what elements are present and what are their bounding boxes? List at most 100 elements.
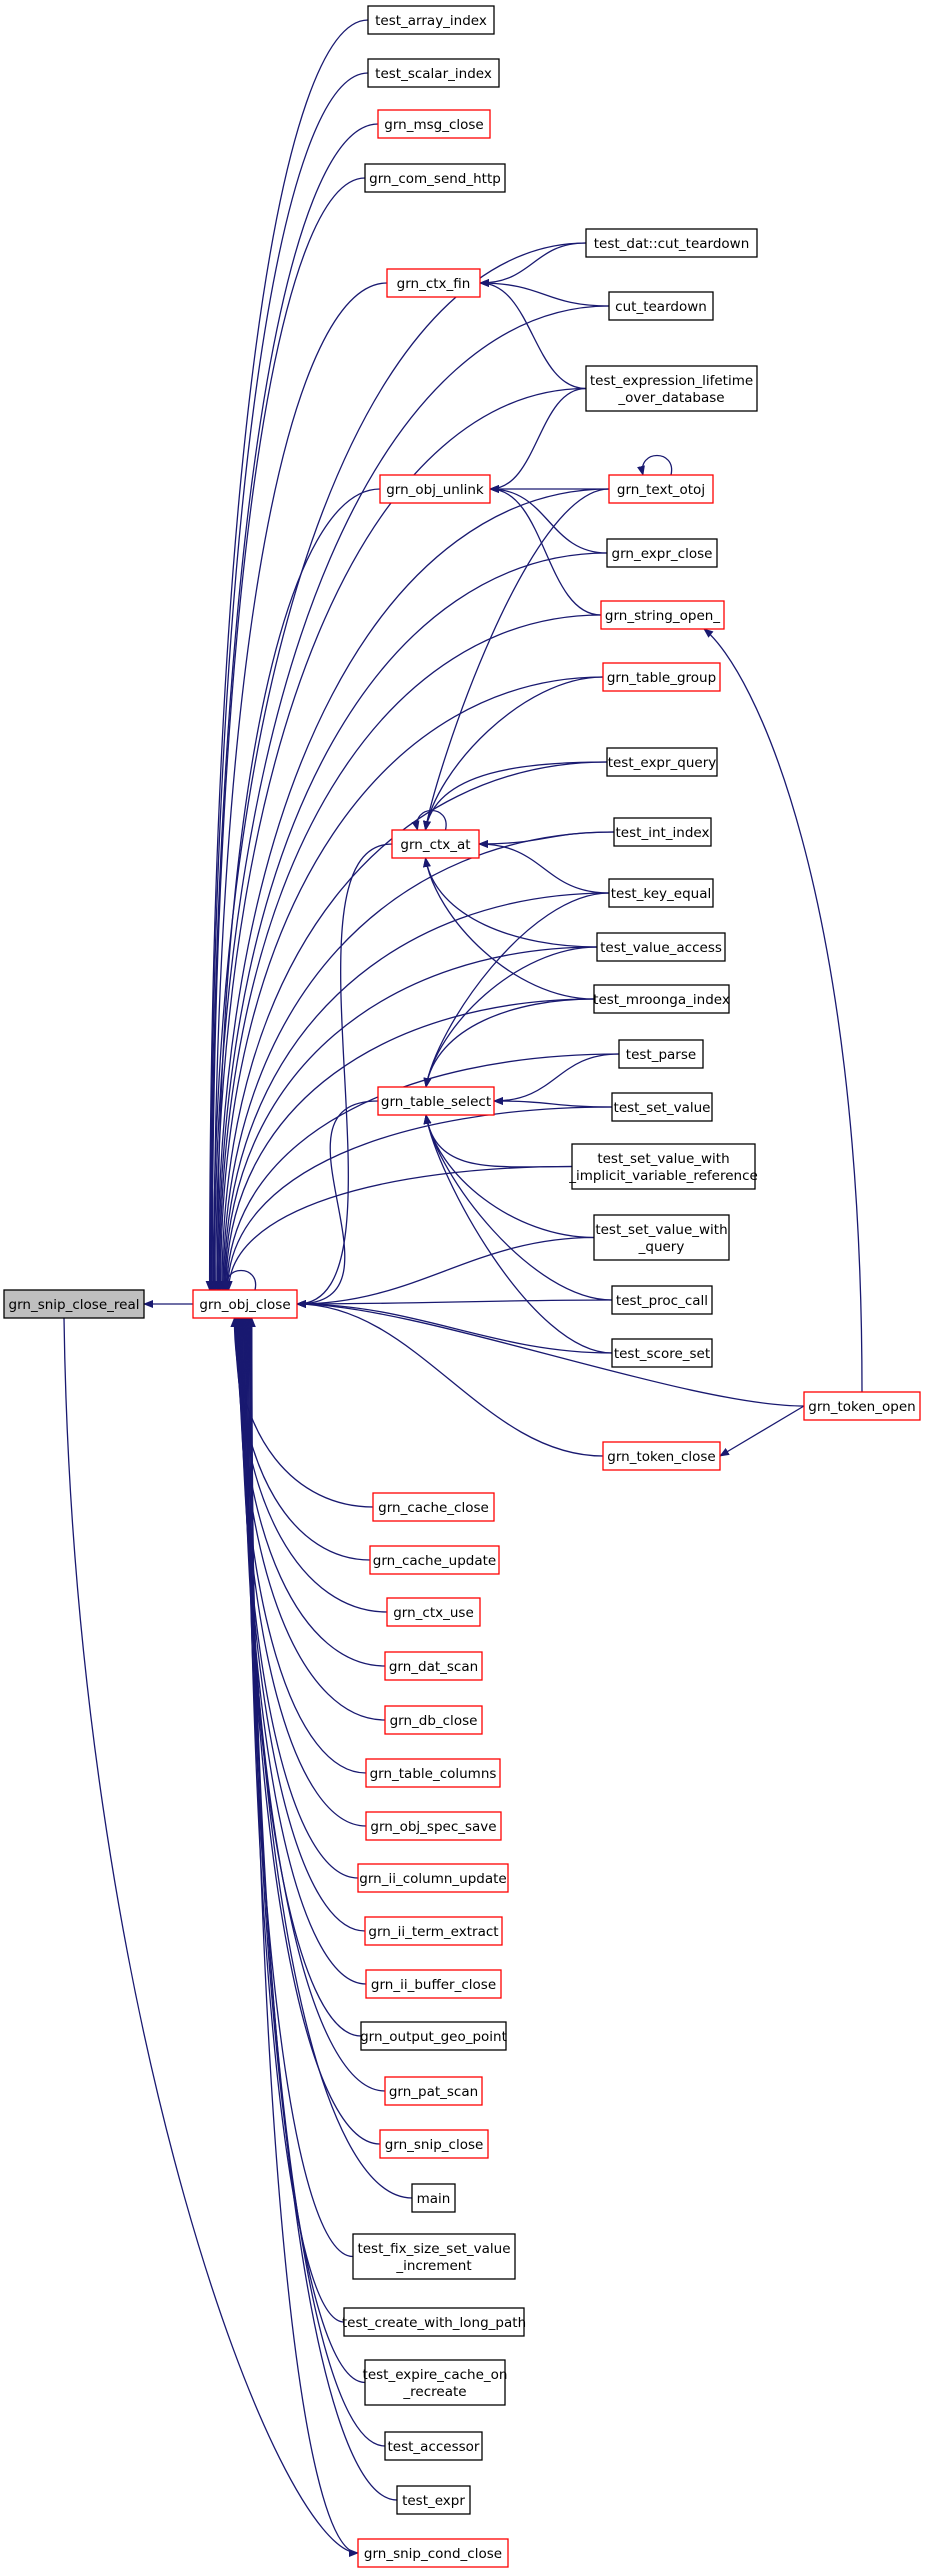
node-box[interactable] (611, 1285, 713, 1315)
node-box[interactable] (611, 1338, 713, 1368)
node-label[interactable]: test_expression_lifetime (590, 373, 753, 389)
node-label[interactable]: test_fix_size_set_value (357, 2241, 510, 2257)
node-label[interactable]: _implicit_variable_reference (568, 1168, 758, 1184)
node-grn_pat_scan[interactable]: grn_pat_scan (384, 2076, 483, 2106)
node-test_set_value_with_query[interactable]: test_set_value_with_query (593, 1214, 730, 1261)
node-label[interactable]: grn_expr_close (612, 546, 713, 562)
node-label[interactable]: test_scalar_index (375, 66, 492, 82)
node-label[interactable]: grn_dat_scan (389, 1659, 478, 1675)
node-test_score_set[interactable]: test_score_set (611, 1338, 713, 1368)
node-box[interactable] (618, 1039, 704, 1069)
node-box[interactable] (369, 1545, 500, 1575)
node-test_accessor[interactable]: test_accessor (384, 2431, 483, 2461)
node-grn_token_close[interactable]: grn_token_close (602, 1441, 721, 1471)
node-label[interactable]: test_set_value_with (595, 1222, 727, 1238)
node-grn_ii_column_update[interactable]: grn_ii_column_update (357, 1863, 509, 1893)
node-label[interactable]: grn_pat_scan (389, 2084, 478, 2100)
node-grn_output_geo_point[interactable]: grn_output_geo_point (360, 2021, 507, 2051)
node-grn_obj_unlink[interactable]: grn_obj_unlink (379, 474, 491, 504)
node-grn_string_open_[interactable]: grn_string_open_ (600, 600, 725, 630)
node-box[interactable] (343, 2307, 525, 2337)
node-grn_snip_close_real[interactable]: grn_snip_close_real (3, 1289, 145, 1319)
node-label[interactable]: test_array_index (375, 13, 487, 29)
node-label[interactable]: grn_output_geo_point (360, 2029, 507, 2045)
node-grn_db_close[interactable]: grn_db_close (384, 1705, 483, 1735)
node-box[interactable] (396, 2485, 471, 2515)
node-box[interactable] (602, 662, 721, 692)
node-box[interactable] (608, 878, 714, 908)
node-test_expire_cache_on[interactable]: test_expire_cache_on_recreate (363, 2359, 508, 2406)
node-label[interactable]: test_set_value (614, 1100, 711, 1116)
node-box[interactable] (585, 365, 758, 412)
node-label[interactable]: test_parse (626, 1047, 696, 1063)
node-box[interactable] (364, 163, 506, 193)
node-label[interactable]: grn_table_group (607, 670, 716, 686)
node-label[interactable]: test_int_index (616, 825, 710, 841)
node-grn_table_group[interactable]: grn_table_group (602, 662, 721, 692)
node-label[interactable]: grn_msg_close (384, 117, 483, 133)
node-box[interactable] (364, 2359, 506, 2406)
node-label[interactable]: test_value_access (600, 940, 722, 956)
node-label[interactable]: test_mroonga_index (593, 992, 730, 1008)
node-box[interactable] (357, 1863, 509, 1893)
node-box[interactable] (611, 1092, 713, 1122)
node-box[interactable] (606, 747, 718, 777)
node-box[interactable] (372, 1492, 495, 1522)
node-grn_text_otoj[interactable]: grn_text_otoj (608, 474, 714, 504)
node-grn_cache_close[interactable]: grn_cache_close (372, 1492, 495, 1522)
node-test_create_with_long_path[interactable]: test_create_with_long_path (342, 2307, 526, 2337)
node-box[interactable] (367, 58, 500, 88)
node-label[interactable]: grn_obj_unlink (386, 482, 484, 498)
node-box[interactable] (606, 538, 718, 568)
node-test_value_access[interactable]: test_value_access (596, 932, 726, 962)
node-grn_obj_spec_save[interactable]: grn_obj_spec_save (365, 1811, 502, 1841)
node-box[interactable] (384, 1705, 483, 1735)
node-grn_ii_buffer_close[interactable]: grn_ii_buffer_close (365, 1969, 502, 1999)
node-label[interactable]: test_expr (402, 2493, 465, 2509)
node-test_key_equal[interactable]: test_key_equal (608, 878, 714, 908)
node-box[interactable] (360, 2021, 507, 2051)
node-grn_expr_close[interactable]: grn_expr_close (606, 538, 718, 568)
node-box[interactable] (613, 817, 712, 847)
node-box[interactable] (571, 1143, 756, 1190)
node-box[interactable] (596, 932, 726, 962)
node-box[interactable] (377, 1086, 495, 1116)
node-label[interactable]: grn_snip_cond_close (364, 2546, 502, 2562)
node-box[interactable] (3, 1289, 145, 1319)
node-box[interactable] (352, 2233, 516, 2280)
node-label[interactable]: grn_text_otoj (617, 482, 705, 498)
node-label[interactable]: grn_ctx_use (393, 1605, 474, 1621)
node-label[interactable]: main (417, 2191, 451, 2207)
node-label[interactable]: test_set_value_with (597, 1151, 729, 1167)
node-box[interactable] (365, 1758, 501, 1788)
node-label[interactable]: grn_ctx_fin (397, 276, 471, 292)
node-label[interactable]: grn_obj_close (199, 1297, 290, 1313)
node-box[interactable] (600, 600, 725, 630)
node-grn_ii_term_extract[interactable]: grn_ii_term_extract (364, 1916, 503, 1946)
node-box[interactable] (803, 1391, 921, 1421)
node-label[interactable]: grn_table_select (381, 1094, 491, 1110)
node-label[interactable]: _recreate (402, 2384, 466, 2400)
node-label[interactable]: test_accessor (388, 2439, 480, 2455)
node-label[interactable]: grn_token_open (808, 1399, 915, 1415)
node-test_set_value_with_implicit[interactable]: test_set_value_with_implicit_variable_re… (568, 1143, 758, 1190)
node-grn_obj_close[interactable]: grn_obj_close (192, 1289, 298, 1319)
node-box[interactable] (379, 2129, 489, 2159)
node-box[interactable] (386, 1597, 481, 1627)
node-label[interactable]: grn_ii_buffer_close (371, 1977, 496, 1993)
node-label[interactable]: _over_database (617, 390, 724, 406)
node-grn_snip_cond_close[interactable]: grn_snip_cond_close (357, 2538, 509, 2568)
node-label[interactable]: grn_ii_column_update (359, 1871, 506, 1887)
node-test_expr_query[interactable]: test_expr_query (606, 747, 718, 777)
node-label[interactable]: grn_token_close (607, 1449, 715, 1465)
node-box[interactable] (608, 291, 714, 321)
node-label[interactable]: grn_snip_close_real (9, 1297, 140, 1313)
node-label[interactable]: test_proc_call (616, 1293, 708, 1309)
node-box[interactable] (593, 984, 730, 1014)
node-box[interactable] (384, 1651, 483, 1681)
node-label[interactable]: grn_string_open_ (605, 608, 720, 624)
node-grn_cache_update[interactable]: grn_cache_update (369, 1545, 500, 1575)
node-box[interactable] (585, 228, 758, 258)
node-label[interactable]: grn_obj_spec_save (370, 1819, 496, 1835)
node-box[interactable] (365, 1969, 502, 1999)
